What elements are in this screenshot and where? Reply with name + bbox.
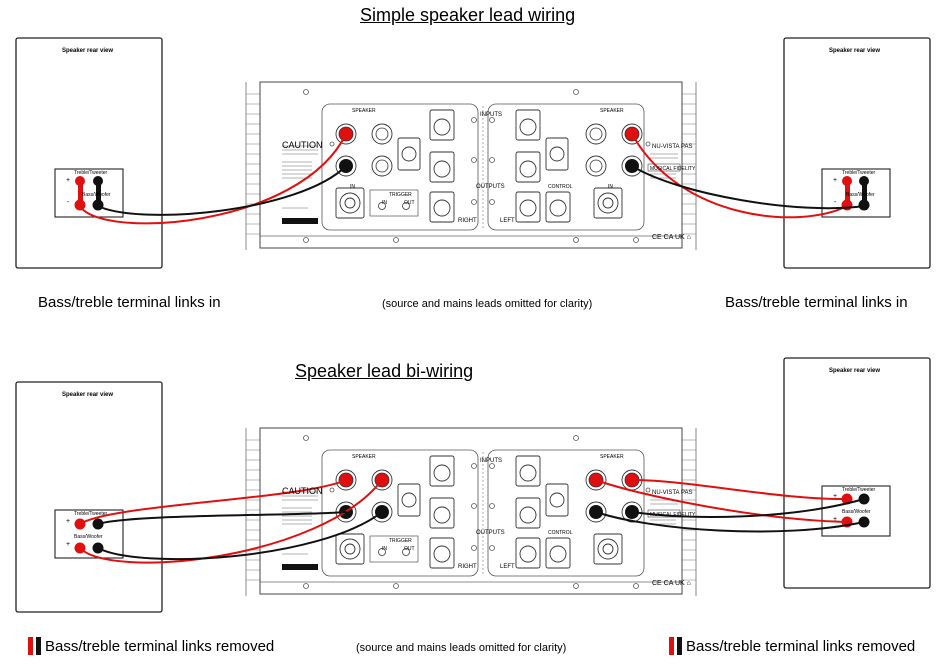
amp-in-label: IN bbox=[350, 184, 355, 190]
amp-brand-label: MUSICAL FIDELITY bbox=[650, 512, 696, 518]
plus-sign: + bbox=[833, 493, 838, 500]
treble-label: Treble/Tweeter bbox=[74, 511, 108, 517]
amp-right-label: RIGHT bbox=[458, 218, 477, 224]
amp-left-label: LEFT bbox=[500, 218, 515, 224]
biwire-title: Speaker lead bi-wiring bbox=[295, 361, 474, 381]
amp-right-label: RIGHT bbox=[458, 564, 477, 570]
bass-label: Bass/Woofer bbox=[846, 192, 875, 198]
link-removed-icon-left bbox=[28, 637, 42, 655]
biwire-caption-right: Bass/treble terminal links removed bbox=[686, 638, 916, 655]
terminal-plate-bottom-left bbox=[54, 509, 124, 559]
amp-model-label: NU-VISTA PAS bbox=[652, 144, 693, 150]
plus-sign: + bbox=[66, 541, 71, 548]
treble-label: Treble/Tweeter bbox=[842, 170, 876, 176]
amp-in-label: IN bbox=[608, 184, 613, 190]
amp-left-label: LEFT bbox=[500, 564, 515, 570]
terminal-plate-top-right bbox=[821, 168, 891, 218]
minus-sign: - bbox=[834, 199, 837, 206]
simple-caption-right: Bass/treble terminal links in bbox=[725, 294, 908, 311]
biwire-note: (source and mains leads omitted for clar… bbox=[356, 642, 567, 654]
terminal-plate-top-left bbox=[54, 168, 124, 218]
bass-label: Bass/Woofer bbox=[842, 509, 871, 515]
link-removed-icon-right bbox=[669, 637, 683, 655]
amp-inputs-label: INPUTS bbox=[480, 112, 503, 118]
treble-label: Treble/Tweeter bbox=[74, 170, 108, 176]
bass-label: Bass/Woofer bbox=[74, 534, 103, 540]
speaker-rear-view-label: Speaker rear view bbox=[62, 392, 114, 398]
amp-trigger-label: TRIGGER bbox=[389, 192, 412, 198]
simple-wiring-title: Simple speaker lead wiring bbox=[360, 5, 576, 25]
amp-speaker-label: SPEAKER bbox=[600, 108, 624, 114]
amp-trigger-in-label: IN bbox=[382, 546, 387, 552]
amp-marks: CE CA UK ⌂ bbox=[652, 234, 691, 241]
simple-note: (source and mains leads omitted for clar… bbox=[382, 298, 593, 310]
amp-outputs-label: OUTPUTS bbox=[476, 530, 505, 536]
amp-caution-title: CAUTION bbox=[282, 140, 323, 150]
amp-trigger-label: TRIGGER bbox=[389, 538, 412, 544]
amp-caution-title: CAUTION bbox=[282, 486, 323, 496]
amp-trigger-out-label: OUT bbox=[404, 200, 415, 206]
amp-outputs-label: OUTPUTS bbox=[476, 184, 505, 190]
amp-speaker-label: SPEAKER bbox=[352, 108, 376, 114]
amp-brand-label: MUSICAL FIDELITY bbox=[650, 166, 696, 172]
amp-marks: CE CA UK ⌂ bbox=[652, 580, 691, 587]
amp-inputs-label: INPUTS bbox=[480, 458, 503, 464]
plus-sign: + bbox=[833, 177, 838, 184]
plus-sign: + bbox=[66, 518, 71, 525]
amp-model-label: NU-VISTA PAS bbox=[652, 490, 693, 496]
speaker-rear-view-label: Speaker rear view bbox=[829, 48, 881, 54]
treble-label: Treble/Tweeter bbox=[842, 487, 876, 493]
amp-trigger-out-label: OUT bbox=[404, 546, 415, 552]
biwire-caption-left: Bass/treble terminal links removed bbox=[45, 638, 275, 655]
amp-trigger-in-label: IN bbox=[382, 200, 387, 206]
bass-label: Bass/Woofer bbox=[82, 192, 111, 198]
plus-sign: + bbox=[66, 177, 71, 184]
amp-control-label: CONTROL bbox=[548, 184, 573, 190]
simple-caption-left: Bass/treble terminal links in bbox=[38, 294, 221, 311]
minus-sign: - bbox=[67, 199, 70, 206]
speaker-rear-view-label: Speaker rear view bbox=[829, 368, 881, 374]
plus-sign: + bbox=[833, 516, 838, 523]
speaker-rear-view-label: Speaker rear view bbox=[62, 48, 114, 54]
amp-speaker-label: SPEAKER bbox=[600, 454, 624, 460]
amp-control-label: CONTROL bbox=[548, 530, 573, 536]
amp-speaker-label: SPEAKER bbox=[352, 454, 376, 460]
